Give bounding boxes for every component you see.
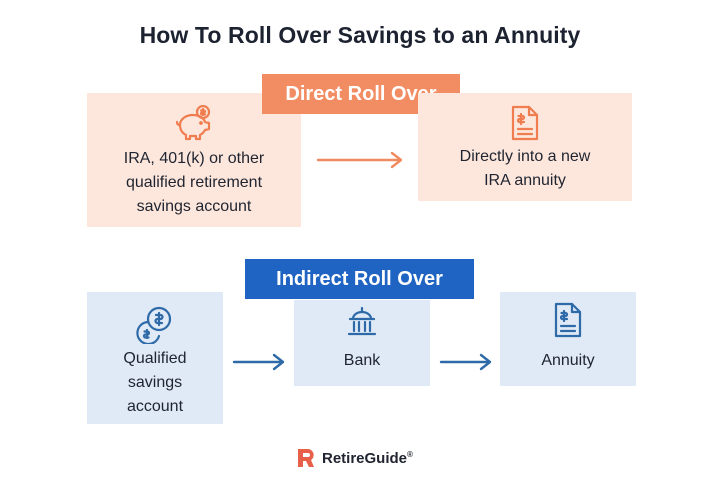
document-dollar-icon [553, 302, 583, 338]
registered-mark: ® [407, 449, 413, 459]
piggy-bank-icon [174, 105, 216, 141]
retireguide-logo-icon [296, 447, 316, 469]
indirect-target-text: Annuity [541, 352, 595, 369]
indirect-roll-over-label: Indirect Roll Over [245, 259, 474, 299]
indirect-target-box: Annuity [500, 292, 636, 386]
direct-arrow [316, 150, 406, 175]
coins-icon [135, 306, 175, 344]
brand-name: RetireGuide® [322, 449, 413, 467]
indirect-arrow-1 [232, 352, 288, 377]
bank-building-icon [345, 306, 379, 338]
direct-source-text: IRA, 401(k) or other qualified retiremen… [123, 150, 265, 215]
direct-source-box: IRA, 401(k) or other qualified retiremen… [87, 93, 301, 227]
direct-target-box: Directly into a new IRA annuity [418, 93, 632, 201]
direct-target-text: Directly into a new IRA annuity [459, 148, 591, 189]
document-dollar-icon [510, 105, 540, 141]
indirect-source-box: Qualified savings account [87, 292, 223, 424]
indirect-middle-text: Bank [343, 352, 381, 369]
brand-logo: RetireGuide® [296, 444, 413, 472]
indirect-source-text: Qualified savings account [123, 350, 187, 415]
page-title: How To Roll Over Savings to an Annuity [139, 22, 581, 48]
indirect-middle-box: Bank [294, 300, 430, 386]
indirect-arrow-2 [439, 352, 495, 377]
